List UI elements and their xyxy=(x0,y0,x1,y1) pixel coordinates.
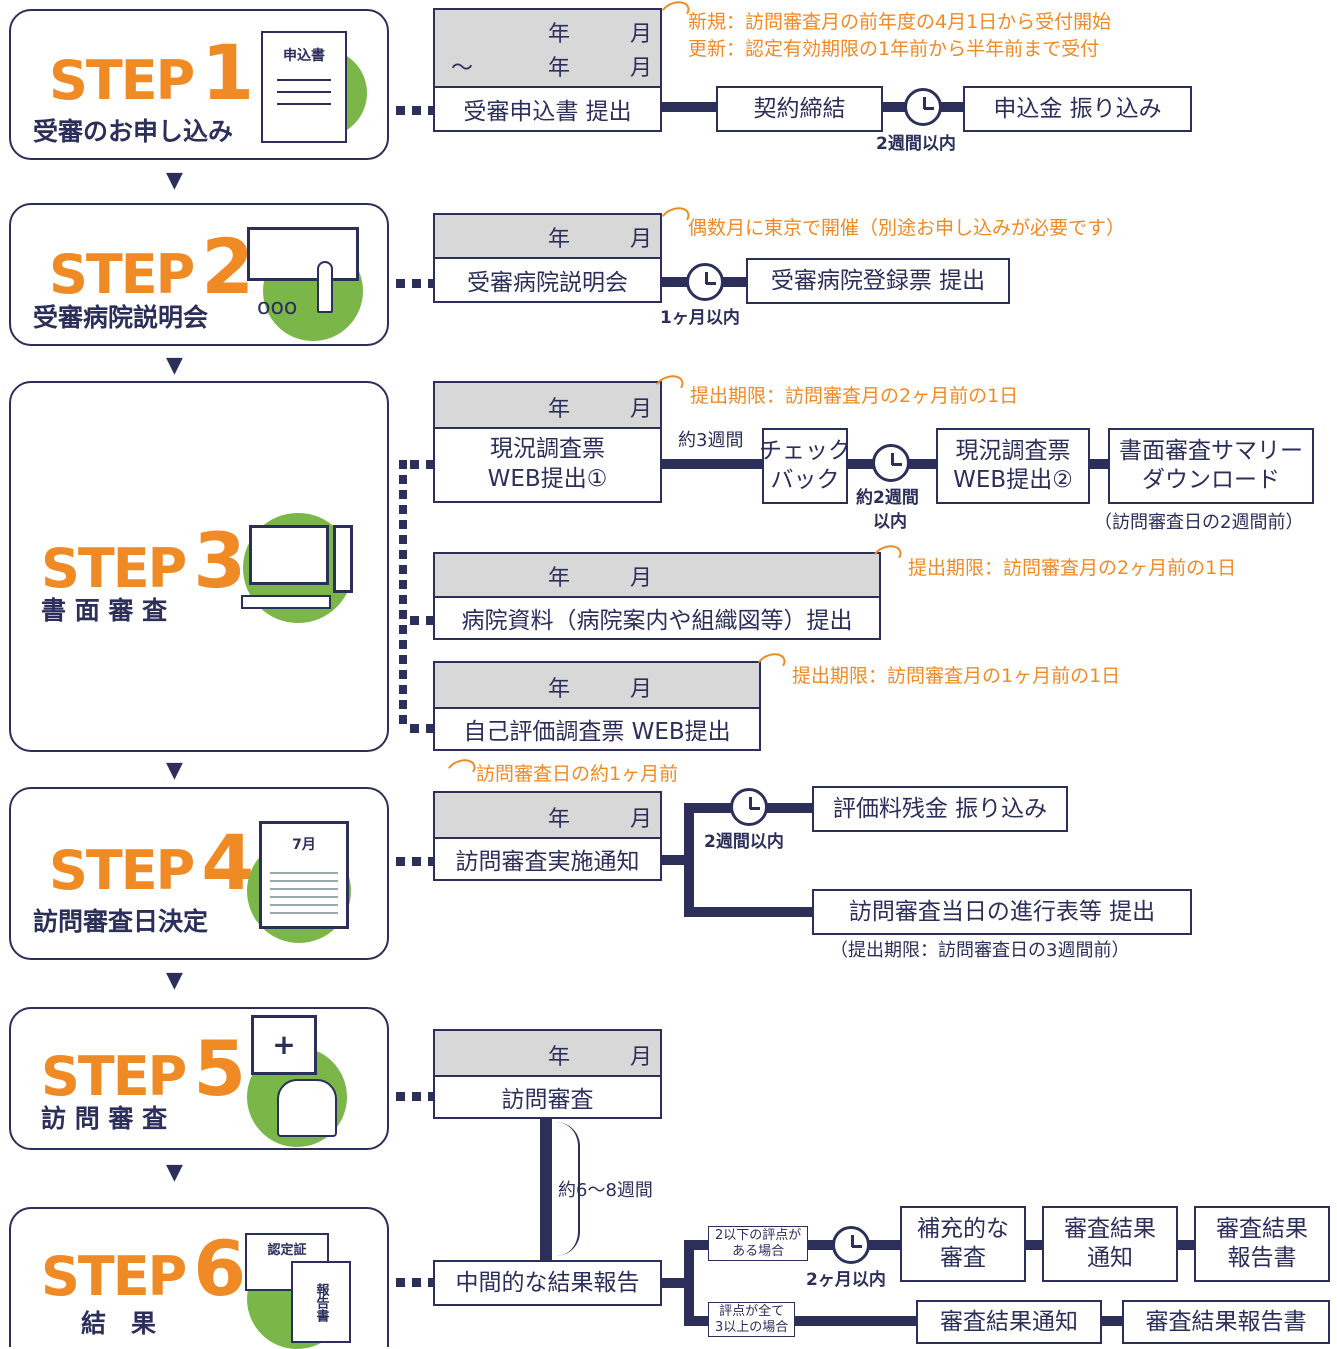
step4-date-box: 年 月 訪問審査実施通知 xyxy=(433,791,662,881)
calendar-icon: 7月 xyxy=(259,821,349,929)
step4-note: 訪問審査日の約1ヶ月前 xyxy=(476,763,679,785)
application-submit: 受審申込書 提出 xyxy=(463,99,632,125)
supplementary-review: 補充的な審査 xyxy=(900,1206,1026,1282)
deposit-box: 申込金 振り込み xyxy=(963,86,1192,132)
connector-dots-2 xyxy=(396,279,437,288)
contract-box: 契約締結 xyxy=(716,86,883,132)
interval-6-8-weeks: 約6〜8週間 xyxy=(558,1180,653,1201)
connector-dots-4 xyxy=(396,857,437,866)
step1-date-box: 年 月 〜 年 月 受審申込書 提出 xyxy=(433,8,662,132)
down-arrow-1: ▼ xyxy=(166,168,183,193)
step4-clock-label: 2週間以内 xyxy=(704,832,784,852)
computer-icon xyxy=(249,525,329,585)
clock-icon xyxy=(872,444,910,482)
step3-note-1: 提出期限：訪問審査月の2ヶ月前の1日 xyxy=(690,385,1019,407)
step5-date-box: 年 月 訪問審査 xyxy=(433,1029,662,1119)
connector-dots-5 xyxy=(396,1092,437,1101)
step3-date-box-3: 年 月 自己評価調査票 WEB提出 xyxy=(433,661,761,751)
result-report-b: 審査結果報告書 xyxy=(1122,1300,1330,1344)
registration-box: 受審病院登録票 提出 xyxy=(746,258,1010,304)
step1-note-new: 新規：訪問審査月の前年度の4月1日から受付開始 xyxy=(688,11,1112,33)
connector-dots-6 xyxy=(396,1278,437,1287)
clock-icon xyxy=(686,263,724,301)
summary-note: （訪問審査日の2週間前） xyxy=(1094,512,1304,533)
result-report-a: 審査結果報告書 xyxy=(1194,1206,1330,1282)
checkback-box: チェックバック xyxy=(759,428,851,504)
note-curl-6 xyxy=(443,755,479,785)
hospital-materials: 病院資料（病院案内や組織図等）提出 xyxy=(461,608,853,634)
audience-icon: ооо xyxy=(257,295,298,320)
briefing-session: 受審病院説明会 xyxy=(467,270,628,296)
result-notice-b: 審査結果通知 xyxy=(916,1300,1102,1344)
step3-note-2: 提出期限：訪問審査月の2ヶ月前の1日 xyxy=(908,557,1237,579)
down-arrow-3: ▼ xyxy=(166,758,183,783)
schedule-note: （提出期限：訪問審査日の3週間前） xyxy=(830,940,1130,961)
fee-payment: 評価料残金 振り込み xyxy=(812,786,1068,832)
site-visit: 訪問審査 xyxy=(501,1087,594,1113)
step6-clock-label: 2ヶ月以内 xyxy=(806,1270,886,1290)
connector-dots-3b xyxy=(410,616,435,625)
step1-clock-label: 2週間以内 xyxy=(876,134,956,154)
step3-dotted-connector xyxy=(399,460,407,730)
clock-icon xyxy=(904,88,942,126)
computer-tower-icon xyxy=(333,525,353,593)
step3-date-box-2: 年 月 病院資料（病院案内や組織図等）提出 xyxy=(433,552,881,640)
hospital-icon: + xyxy=(251,1015,317,1075)
presenter-icon xyxy=(317,261,333,313)
result-notice-a: 審査結果通知 xyxy=(1042,1206,1178,1282)
connector-dots-3a xyxy=(410,460,435,469)
interim-report: 中間的な結果報告 xyxy=(433,1260,662,1306)
clock-icon xyxy=(832,1226,870,1264)
step3-note-3: 提出期限：訪問審査月の1ヶ月前の1日 xyxy=(792,665,1121,687)
clock-icon xyxy=(730,788,768,826)
report-icon: 報告書 xyxy=(291,1261,351,1343)
interval-brace xyxy=(556,1122,580,1256)
down-arrow-5: ▼ xyxy=(166,1160,183,1185)
step2-date-box: 年 月 受審病院説明会 xyxy=(433,213,662,303)
step4-title: 訪問審査日決定 xyxy=(33,907,209,936)
step1-note-renew: 更新：認定有効期限の1年前から半年前まで受付 xyxy=(688,38,1100,60)
step2-title: 受審病院説明会 xyxy=(33,303,209,332)
step3-clock-label-b: 以内 xyxy=(873,512,907,532)
connector-dots-1 xyxy=(396,106,437,115)
step2-clock-label: 1ヶ月以内 xyxy=(660,308,740,328)
summary-download: 書面審査サマリーダウンロード xyxy=(1108,428,1314,504)
presentation-board-icon xyxy=(247,227,359,281)
step6-title: 結 果 xyxy=(81,1309,157,1338)
condition-low-score: 2以下の評点がある場合 xyxy=(708,1226,809,1262)
down-arrow-4: ▼ xyxy=(166,968,183,993)
connector-dots-3c xyxy=(410,724,435,733)
schedule-submit: 訪問審査当日の進行表等 提出 xyxy=(812,889,1192,935)
after-3-weeks: 約3週間 xyxy=(678,430,744,451)
visit-notice: 訪問審査実施通知 xyxy=(455,849,640,875)
down-arrow-2: ▼ xyxy=(166,353,183,378)
step1-title: 受審のお申し込み xyxy=(33,117,234,146)
step5-title: 訪 問 審 査 xyxy=(41,1104,168,1133)
step2-note: 偶数月に東京で開催（別途お申し込みが必要です） xyxy=(688,217,1126,239)
self-assessment: 自己評価調査票 WEB提出 xyxy=(463,719,731,745)
step3-clock-label-a: 約2週間 xyxy=(856,488,919,508)
application-form-icon: 申込書 xyxy=(261,31,347,143)
keyboard-icon xyxy=(241,595,331,609)
step3-title: 書 面 審 査 xyxy=(41,596,168,625)
staff-group-icon xyxy=(277,1079,337,1137)
